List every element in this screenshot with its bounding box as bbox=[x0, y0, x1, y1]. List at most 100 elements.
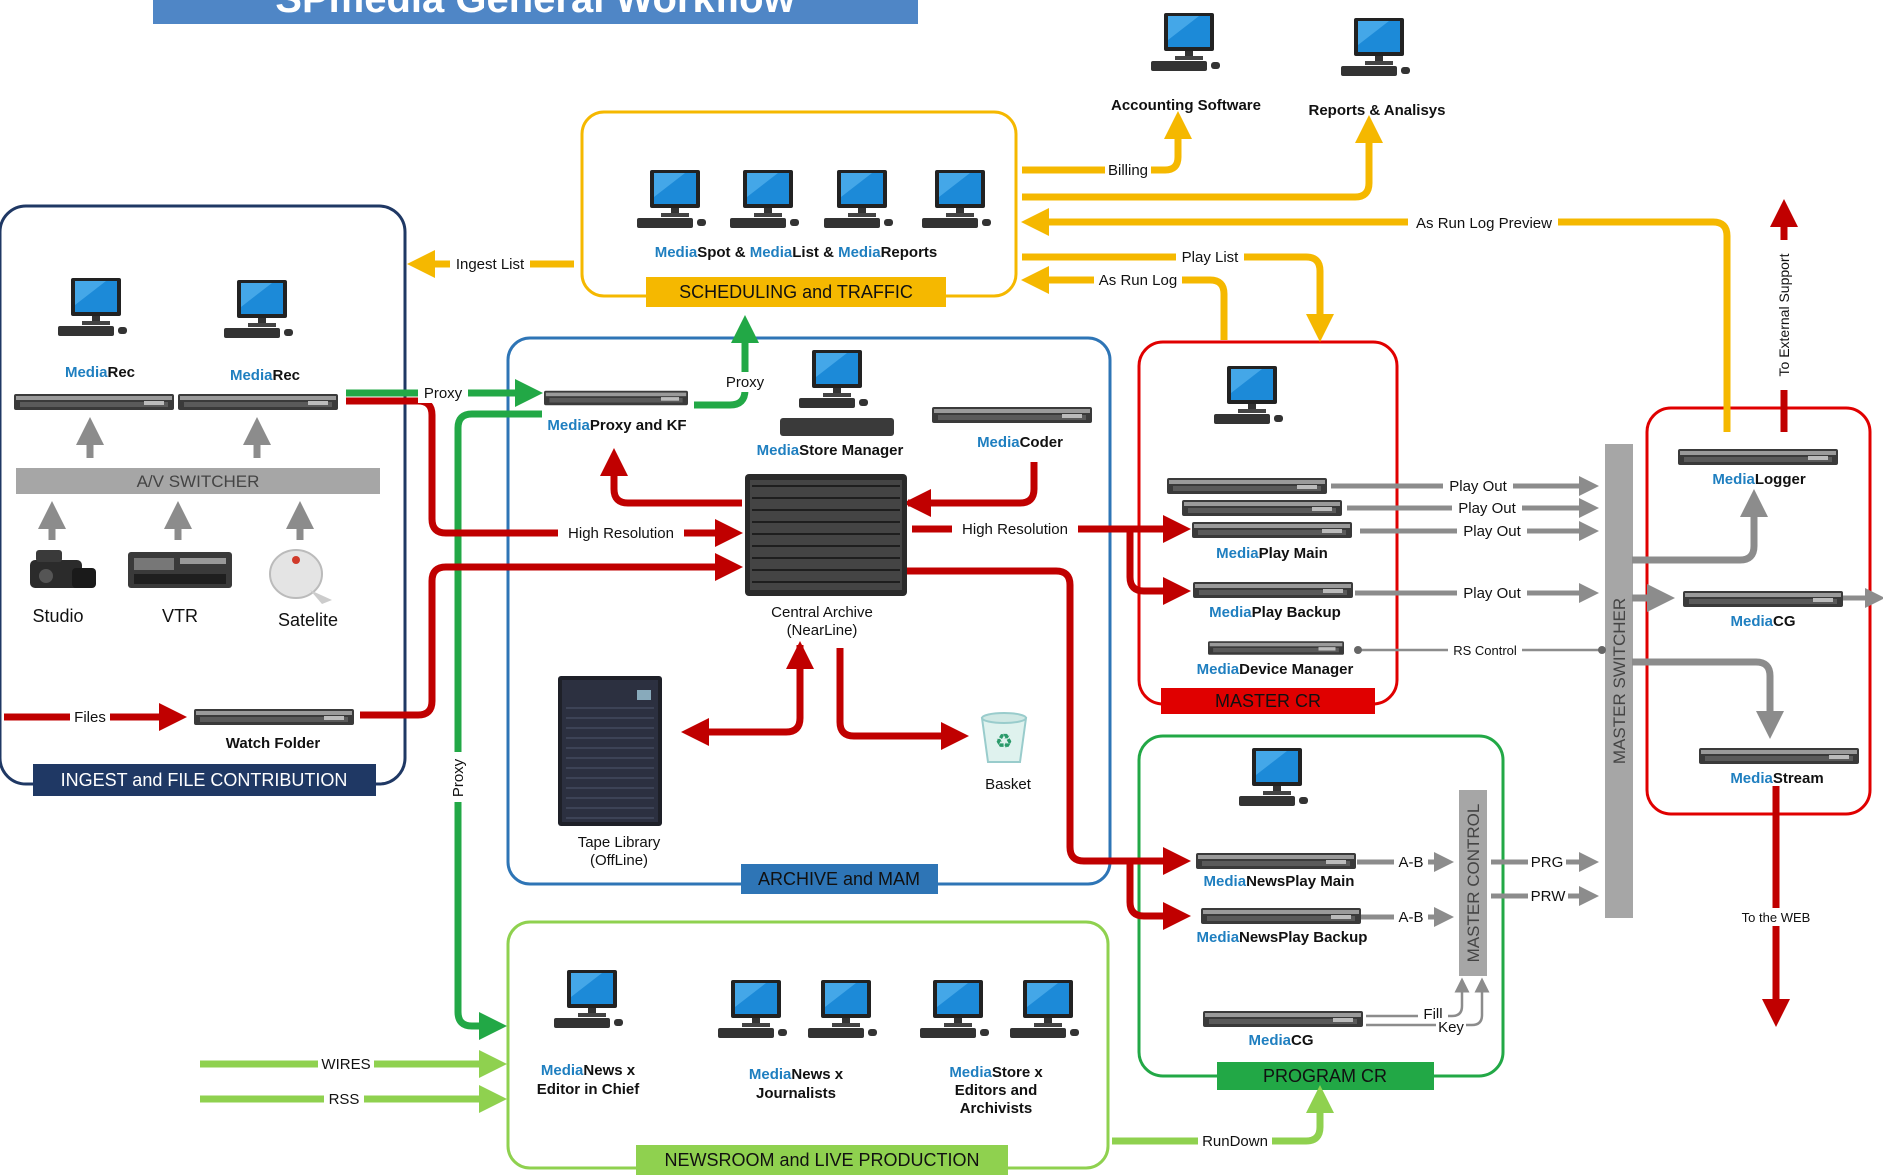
rec-computer-icon-2 bbox=[224, 280, 293, 338]
play-backup-server-icon bbox=[1193, 582, 1353, 598]
satelite-label: Satelite bbox=[278, 610, 338, 630]
prg-label: PRG bbox=[1531, 854, 1564, 871]
proxy-top-label: Proxy bbox=[726, 374, 765, 391]
satellite-dish-icon bbox=[269, 549, 332, 604]
store-manager-keyboard-icon bbox=[780, 418, 894, 436]
play-out-1-label: Play Out bbox=[1449, 478, 1507, 495]
scheduling-traffic-label: SCHEDULING and TRAFFIC bbox=[679, 282, 913, 302]
rss-label: RSS bbox=[329, 1091, 360, 1108]
master-cr-computer-icon bbox=[1214, 366, 1283, 424]
scheduling-software-label: MediaSpot & MediaList & MediaReports bbox=[655, 244, 938, 261]
vtr-icon bbox=[128, 552, 232, 588]
scheduling-computer-icon-3 bbox=[824, 170, 893, 228]
key-label: Key bbox=[1438, 1019, 1464, 1036]
vtr-label: VTR bbox=[162, 606, 198, 626]
to-external-support-label: To External Support bbox=[1776, 253, 1792, 376]
newsplay-main-label: MediaNewsPlay Main bbox=[1204, 873, 1355, 890]
master-cr-header bbox=[1161, 688, 1375, 714]
rs-control-dot-right bbox=[1598, 646, 1606, 654]
play-main-server-icon bbox=[1192, 522, 1352, 538]
files-label: Files bbox=[74, 709, 106, 726]
device-manager-server-icon bbox=[1208, 641, 1344, 655]
rec-2-label: MediaRec bbox=[230, 367, 300, 384]
high-res-right-label: High Resolution bbox=[962, 521, 1068, 538]
cg-program-server-icon bbox=[1203, 1011, 1363, 1027]
journalist-computer-icon-1 bbox=[718, 980, 787, 1038]
rs-control-label: RS Control bbox=[1453, 643, 1517, 658]
av-switcher-label: A/V SWITCHER bbox=[137, 472, 260, 491]
av-switcher-bar bbox=[16, 468, 380, 494]
news-editor-label-2: Editor in Chief bbox=[537, 1081, 641, 1098]
play-list-label: Play List bbox=[1182, 249, 1240, 266]
proxy-left-label: Proxy bbox=[424, 385, 463, 402]
to-web-label: To the WEB bbox=[1742, 910, 1811, 925]
store-manager-label: MediaStore Manager bbox=[757, 442, 904, 459]
archive-mam-header bbox=[741, 864, 938, 894]
title-banner bbox=[153, 0, 918, 24]
proxy-kf-label: MediaProxy and KF bbox=[547, 417, 686, 434]
play-out-2-label: Play Out bbox=[1458, 500, 1516, 517]
play-backup-label: MediaPlay Backup bbox=[1209, 604, 1341, 621]
play-server-icon-1 bbox=[1167, 478, 1327, 494]
master-control-label: MASTER CONTROL bbox=[1464, 804, 1483, 963]
tape-library-label-2: (OffLine) bbox=[590, 852, 648, 869]
scheduling-computer-icon-2 bbox=[730, 170, 799, 228]
studio-camera-icon bbox=[30, 550, 96, 588]
reports-label: Reports & Analisys bbox=[1309, 102, 1446, 119]
cg-master-server-icon bbox=[1683, 591, 1843, 607]
stream-server-icon bbox=[1699, 748, 1859, 764]
central-archive-label-1: Central Archive bbox=[771, 604, 873, 621]
scheduling-traffic-header bbox=[646, 277, 946, 307]
accounting-label: Accounting Software bbox=[1111, 97, 1261, 114]
diagram-title: SPmedia General Workflow bbox=[275, 0, 795, 21]
proxy-vertical-label: Proxy bbox=[450, 758, 467, 797]
newsplay-backup-server-icon bbox=[1201, 908, 1361, 924]
as-run-log-label: As Run Log bbox=[1099, 272, 1177, 289]
recycle-basket-icon: ♻ bbox=[980, 712, 1028, 763]
news-journalists-label-2: Journalists bbox=[756, 1085, 836, 1102]
ab-2-label: A-B bbox=[1398, 909, 1423, 926]
watch-folder-label: Watch Folder bbox=[226, 735, 321, 752]
rec-server-icon-1 bbox=[14, 394, 174, 410]
coder-label: MediaCoder bbox=[977, 434, 1063, 451]
program-cr-label: PROGRAM CR bbox=[1263, 1066, 1387, 1086]
yellow-flows bbox=[407, 111, 1731, 432]
play-out-3-label: Play Out bbox=[1463, 523, 1521, 540]
ingest-box bbox=[0, 204, 407, 786]
as-run-log-preview-label: As Run Log Preview bbox=[1416, 215, 1552, 232]
program-cr-computer-icon bbox=[1239, 748, 1308, 806]
tape-library-icon bbox=[558, 676, 662, 826]
rec-computer-icon-1 bbox=[58, 278, 127, 336]
newsroom-box bbox=[506, 920, 1110, 1170]
rec-1-label: MediaRec bbox=[65, 364, 135, 381]
wires-label: WIRES bbox=[321, 1056, 370, 1073]
rs-control-dot-left bbox=[1354, 646, 1362, 654]
store-manager-computer-icon bbox=[799, 350, 868, 408]
basket-label: Basket bbox=[985, 776, 1032, 793]
flow-labels: Billing Ingest List As Run Log Preview P… bbox=[70, 160, 1814, 1151]
watch-folder-server-icon bbox=[194, 709, 354, 725]
svg-text:♻: ♻ bbox=[995, 731, 1013, 753]
proxy-kf-server-icon bbox=[544, 390, 688, 406]
cg-master-label: MediaCG bbox=[1730, 613, 1795, 630]
storage-drive-rows bbox=[752, 485, 900, 583]
ab-1-label: A-B bbox=[1398, 854, 1423, 871]
device-manager-label: MediaDevice Manager bbox=[1197, 661, 1354, 678]
rundown-label: RunDown bbox=[1202, 1133, 1268, 1150]
central-archive-storage-icon bbox=[745, 474, 907, 596]
newsplay-main-server-icon bbox=[1196, 853, 1356, 869]
news-journalists-label-1: MediaNews x bbox=[749, 1066, 844, 1083]
logger-label: MediaLogger bbox=[1712, 471, 1806, 488]
stream-label: MediaStream bbox=[1730, 770, 1823, 787]
high-res-left-label: High Resolution bbox=[568, 525, 674, 542]
store-editors-label-1: MediaStore x bbox=[949, 1064, 1043, 1081]
cg-program-label: MediaCG bbox=[1248, 1032, 1313, 1049]
ingest-header bbox=[33, 764, 376, 796]
gray-flows bbox=[38, 417, 1784, 739]
tape-library-label-1: Tape Library bbox=[578, 834, 661, 851]
play-server-icon-2 bbox=[1182, 500, 1342, 516]
archive-mam-label: ARCHIVE and MAM bbox=[758, 869, 920, 889]
newsplay-backup-label: MediaNewsPlay Backup bbox=[1197, 929, 1368, 946]
editor-computer-icon bbox=[554, 970, 623, 1028]
